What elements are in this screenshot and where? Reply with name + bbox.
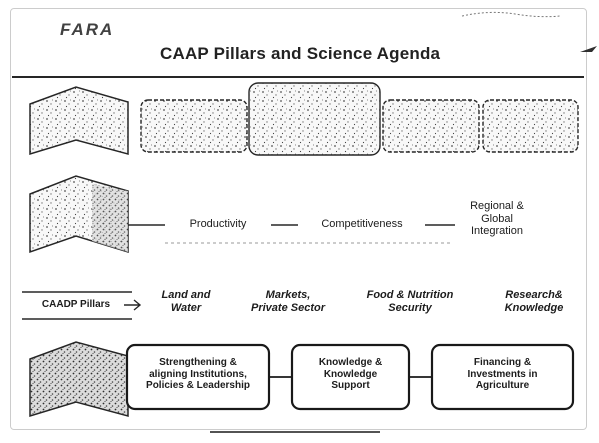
row2-chevron-shading <box>92 184 128 252</box>
pillar-land-and-water: Land and Water <box>161 289 211 314</box>
row1-box-4 <box>482 99 579 153</box>
enabler-strengthening-institutions: Strengthening & aligning Institutions, P… <box>146 357 250 391</box>
title-rule <box>12 76 584 78</box>
enabler-knowledge-support: Knowledge & Knowledge Support <box>318 357 383 391</box>
row1-box-3 <box>382 99 480 153</box>
agenda-competitiveness: Competitiveness <box>321 218 403 230</box>
enabler-financing-investments: Financing & Investments in Agriculture <box>467 357 538 391</box>
row1-chevron-shape <box>29 86 129 156</box>
fara-logo: FARA <box>60 20 115 39</box>
agenda-productivity: Productivity <box>189 218 247 230</box>
row4-chevron-shape <box>29 341 129 418</box>
row1-box-2 <box>248 82 381 156</box>
pillars-arrow-icon <box>124 299 142 311</box>
pillar-markets-private-sector: Markets, Private Sector <box>251 289 325 314</box>
row1-box-1 <box>140 99 248 153</box>
agenda-regional-global-integration: Regional & Global Integration <box>470 200 524 238</box>
pillar-research-knowledge: Research& Knowledge <box>504 289 564 314</box>
pillar-food-nutrition-security: Food & Nutrition Security <box>366 289 454 314</box>
caadp-pillars-label: CAADP Pillars <box>41 299 111 310</box>
corner-arrow-icon <box>580 46 597 52</box>
top-decoration <box>461 11 561 18</box>
slide-title: CAAP Pillars and Science Agenda <box>160 44 441 63</box>
row4-box-3 <box>430 343 575 411</box>
